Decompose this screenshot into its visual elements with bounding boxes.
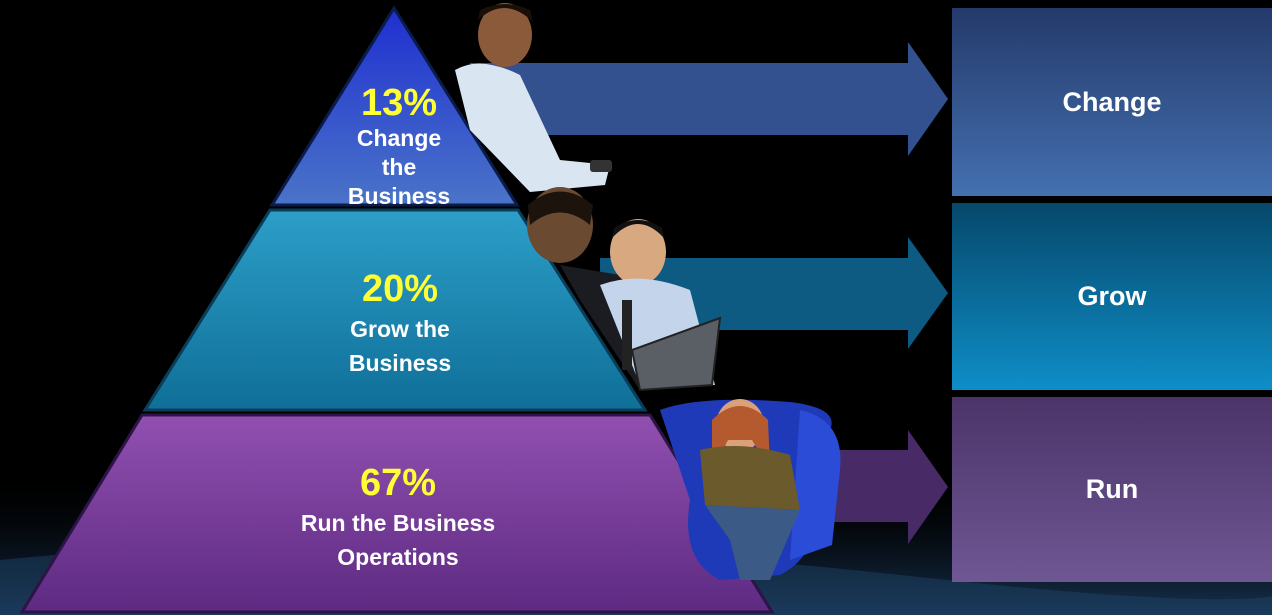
- arrow-change: [470, 42, 948, 156]
- photo-man-top: [455, 3, 612, 192]
- tier-change-percent: 13%: [360, 82, 438, 124]
- tier-run-percent: 67%: [359, 462, 437, 504]
- tier-run-label-line2: Operations: [337, 544, 459, 570]
- tier-grow-percent: 20%: [361, 268, 439, 310]
- box-grow-label: Grow: [1077, 281, 1147, 311]
- box-run-label: Run: [1085, 474, 1139, 504]
- tier-change-label-line2: the Business: [347, 154, 451, 209]
- tier-run-text: 67% Run the Business Operations: [250, 462, 546, 572]
- box-run: Run: [952, 397, 1272, 582]
- tier-grow-label-line1: Grow the: [350, 316, 450, 342]
- pyramid-tier-change: [269, 5, 520, 207]
- box-change: Change: [952, 8, 1272, 196]
- box-run-bg: [952, 397, 1272, 582]
- tier-change-text: 13% Change the Business: [330, 82, 468, 211]
- tier-run-label-line1: Run the Business: [300, 510, 496, 536]
- box-change-bg: [952, 8, 1272, 196]
- tier-grow-text: 20% Grow the Business: [300, 268, 500, 378]
- pyramid-tier-grow: [142, 208, 648, 412]
- box-grow: Grow: [952, 203, 1272, 390]
- tier-change-label-line1: Change: [356, 125, 442, 151]
- pyramid-tier-run: [19, 413, 775, 614]
- photo-men-middle: [527, 187, 722, 392]
- box-change-label: Change: [1062, 86, 1162, 117]
- photo-woman-chair: [660, 399, 841, 580]
- tier-grow-label-line2: Business: [348, 350, 452, 376]
- box-grow-bg: [952, 203, 1272, 390]
